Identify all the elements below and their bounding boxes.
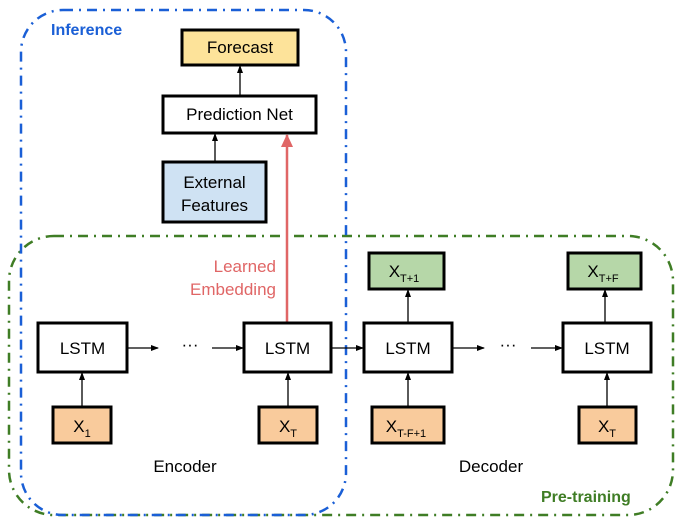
encoder-label: Encoder [153, 457, 217, 476]
learned-embedding-label-line2: Embedding [190, 280, 276, 299]
decoder-label: Decoder [459, 457, 524, 476]
decoder-lstm-last-label: LSTM [584, 339, 629, 358]
encoder-input-last [257, 405, 319, 445]
decoder-lstm-first-label: LSTM [385, 339, 430, 358]
forecast-label: Forecast [207, 38, 273, 57]
encoder-input-first-label: X1 [73, 417, 90, 440]
forecast-box [180, 28, 300, 67]
external-features-label-line1: External [183, 173, 245, 192]
encoder-lstm-last-label: LSTM [265, 339, 310, 358]
external-features-label-line2: Features [181, 196, 248, 215]
pretraining-title: Pre-training [541, 489, 631, 506]
inference-region [19, 8, 348, 517]
encoder-input-first [51, 405, 113, 445]
decoder-ellipsis: ··· [500, 335, 517, 354]
decoder-output-last [566, 251, 643, 291]
prediction-net-label: Prediction Net [186, 105, 293, 124]
decoder-output-last-label: XT+F [587, 262, 618, 285]
inference-title: Inference [51, 22, 122, 39]
encoder-input-last-label: XT [279, 417, 297, 440]
decoder-output-first [367, 251, 446, 291]
decoder-input-last [577, 405, 638, 445]
decoder-input-first [370, 405, 446, 445]
encoder-ellipsis: ··· [182, 335, 199, 354]
prediction-net-box [161, 94, 318, 135]
decoder-output-first-label: XT+1 [389, 262, 420, 285]
external-features-box [161, 160, 268, 224]
decoder-input-last-label: XT [598, 417, 616, 440]
learned-embedding-label-line1: Learned [214, 257, 276, 276]
encoder-lstm-first-label: LSTM [60, 339, 105, 358]
decoder-lstm-last [561, 321, 653, 374]
decoder-input-first-label: XT-F+1 [386, 417, 426, 440]
